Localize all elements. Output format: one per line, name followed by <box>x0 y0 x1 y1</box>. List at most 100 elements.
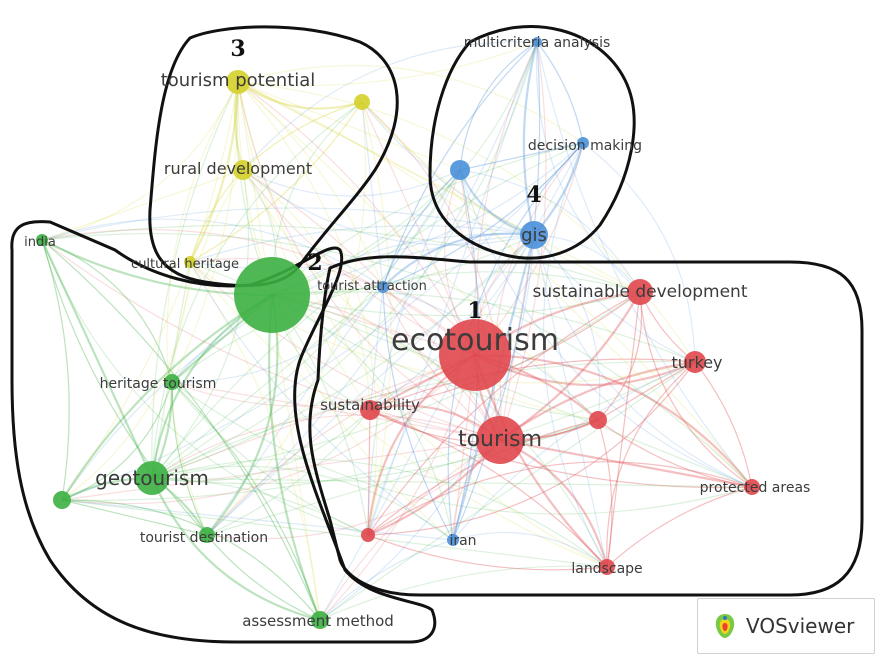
node-decision-making[interactable] <box>577 137 589 149</box>
node-tourism-potential[interactable] <box>226 70 250 94</box>
label-decision-making: decision making <box>528 138 642 154</box>
node-gis[interactable] <box>520 221 548 249</box>
link-green_big-decision_making <box>271 142 584 296</box>
node-red-small-1[interactable] <box>589 411 607 429</box>
link-heritage_tourism-green_small <box>61 381 173 501</box>
cluster-number-3: 3 <box>230 36 245 62</box>
node-multicriteria-analysis[interactable] <box>532 37 542 47</box>
cluster-number-4: 4 <box>526 182 541 208</box>
node-heritage-tourism[interactable] <box>164 374 180 390</box>
link-tourism-protected_areas <box>499 438 753 489</box>
link-heritage_tourism-assessment_method <box>171 381 321 621</box>
label-tourist-attraction: tourist attraction <box>317 279 427 294</box>
link-multicriteria_analysis-tourist_attraction <box>382 41 538 288</box>
link-ecotourism-india <box>41 229 476 356</box>
link-ecotourism-tourism_potential <box>237 81 476 356</box>
label-turkey: turkey <box>672 353 723 372</box>
link-ecotourism-cultural_heritage <box>189 257 476 356</box>
node-assessment-method[interactable] <box>311 611 329 629</box>
cluster-number-2: 2 <box>307 250 322 276</box>
node-green-big[interactable] <box>234 257 310 333</box>
node-yellow-small[interactable] <box>354 94 370 110</box>
link-ecotourism-multicriteria_analysis <box>473 41 538 356</box>
link-rural_development-blue_small <box>242 169 461 197</box>
link-turkey-green_small <box>61 361 696 501</box>
node-landscape[interactable] <box>599 559 615 575</box>
link-tourism-blue_small <box>459 169 501 441</box>
link-geotourism-tourist_attraction <box>151 286 384 479</box>
link-sustainability-geotourism <box>151 409 371 482</box>
link-tourism-heritage_tourism <box>171 381 501 441</box>
link-green_big-green_small <box>61 294 273 501</box>
link-red_small_1-tourism_potential <box>237 81 599 421</box>
link-tourist_destination-green_small <box>61 499 208 536</box>
link-assessment_method-india <box>41 239 321 621</box>
link-red_small_2-blue_small <box>367 169 461 536</box>
node-tourist-destination[interactable] <box>199 527 215 543</box>
link-rural_development-gis <box>242 169 535 246</box>
node-green-small[interactable] <box>53 491 71 509</box>
link-tourism_potential-blue_small <box>237 81 461 171</box>
link-tourist_destination-gis <box>206 234 535 536</box>
label-tourist-destination: tourist destination <box>140 530 268 546</box>
link-landscape-decision_making <box>542 142 608 568</box>
link-sustainability-tourist_attraction <box>369 286 384 411</box>
link-sustainable_development-landscape <box>606 291 641 568</box>
link-tourism-tourist_destination <box>206 439 501 540</box>
node-iran[interactable] <box>447 534 459 546</box>
link-heritage_tourism-india <box>41 239 173 383</box>
link-turkey-sustainability <box>369 358 696 411</box>
node-red-small-2[interactable] <box>361 528 375 542</box>
link-geotourism-decision_making <box>151 142 584 479</box>
link-assessment_method-cultural_heritage <box>189 261 321 621</box>
node-sustainability[interactable] <box>360 400 380 420</box>
node-geotourism[interactable] <box>135 461 169 495</box>
label-protected-areas: protected areas <box>700 480 811 496</box>
link-protected_areas-red_small_2 <box>367 461 753 536</box>
link-tourism-assessment_method <box>319 439 501 621</box>
cluster-2-outline <box>10 220 437 644</box>
node-blue-small[interactable] <box>450 160 470 180</box>
node-rural-development[interactable] <box>233 160 253 180</box>
link-tourism-gis <box>499 234 535 441</box>
link-decision_making-blue_small <box>459 142 584 171</box>
link-ecotourism-yellow_small <box>361 101 476 356</box>
node-tourism[interactable] <box>476 416 524 464</box>
label-heritage-tourism: heritage tourism <box>100 376 217 392</box>
link-tourism_potential-yellow_small <box>237 81 363 110</box>
link-red_small_2-yellow_small <box>361 101 392 536</box>
link-green_small-iran <box>61 499 454 541</box>
link-assessment_method-iran <box>319 539 454 621</box>
node-ecotourism[interactable] <box>439 319 511 391</box>
link-protected_areas-tourism_potential <box>237 81 753 488</box>
link-red_small_2-tourism_potential <box>237 81 378 536</box>
link-geotourism-assessment_method <box>150 477 321 622</box>
link-tourism_potential-gis <box>237 81 535 236</box>
link-landscape-gis <box>533 234 608 568</box>
link-landscape-red_small_2 <box>367 534 608 571</box>
link-geotourism-yellow_small <box>151 101 363 479</box>
link-rural_development-multicriteria_analysis <box>242 41 538 171</box>
node-tourist-attraction[interactable] <box>377 281 389 293</box>
link-ecotourism-heritage_tourism <box>171 354 476 407</box>
link-green_small-tourism_potential <box>61 81 239 501</box>
link-turkey-red_small_2 <box>367 361 696 536</box>
link-gis-multicriteria_analysis <box>522 41 539 236</box>
link-geotourism-multicriteria_analysis <box>151 41 538 479</box>
link-tourist_destination-multicriteria_analysis <box>206 41 538 536</box>
link-tourism-cultural_heritage <box>189 261 501 441</box>
node-protected-areas[interactable] <box>744 479 760 495</box>
label-multicriteria-analysis: multicriteria analysis <box>464 35 611 51</box>
node-sustainable-development[interactable] <box>627 279 653 305</box>
link-india-tourism_potential <box>41 81 239 241</box>
link-protected_areas-heritage_tourism <box>171 381 753 515</box>
link-sustainable_development-red_small_1 <box>597 291 643 421</box>
link-red_small_2-gis <box>367 234 535 536</box>
node-turkey[interactable] <box>684 351 706 373</box>
link-geotourism-blue_small <box>151 169 461 479</box>
node-india[interactable] <box>36 234 48 246</box>
link-tourist_destination-assessment_method <box>206 534 321 621</box>
node-cultural-heritage[interactable] <box>184 256 196 268</box>
link-red_small_2-geotourism <box>151 477 369 536</box>
cluster-1-outline <box>308 255 864 597</box>
